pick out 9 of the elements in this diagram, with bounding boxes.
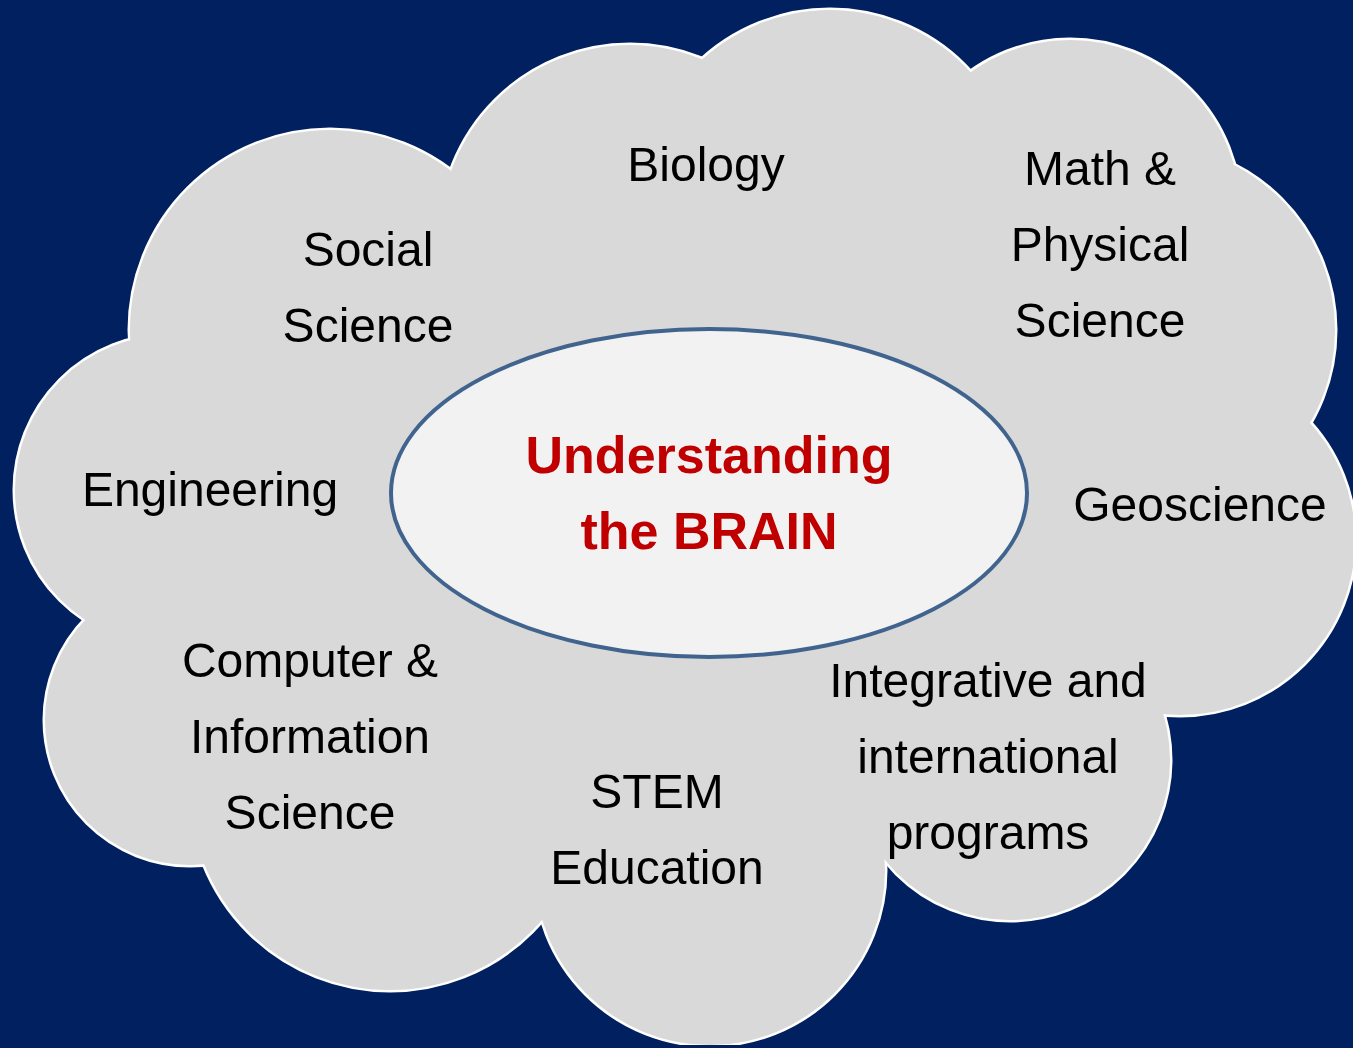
cloud-label: Computer & Information Science bbox=[180, 633, 440, 841]
cloud-label: Geoscience bbox=[1072, 477, 1328, 533]
center-title: Understanding the BRAIN bbox=[524, 425, 894, 562]
cloud-label: Math & Physical Science bbox=[1009, 141, 1191, 349]
cloud-label: Biology bbox=[626, 137, 786, 193]
cloud-label: Engineering bbox=[80, 462, 340, 518]
cloud-label: Social Science bbox=[281, 222, 455, 354]
cloud-label: Integrative and international programs bbox=[828, 653, 1148, 861]
cloud-label: STEM Education bbox=[549, 764, 765, 896]
